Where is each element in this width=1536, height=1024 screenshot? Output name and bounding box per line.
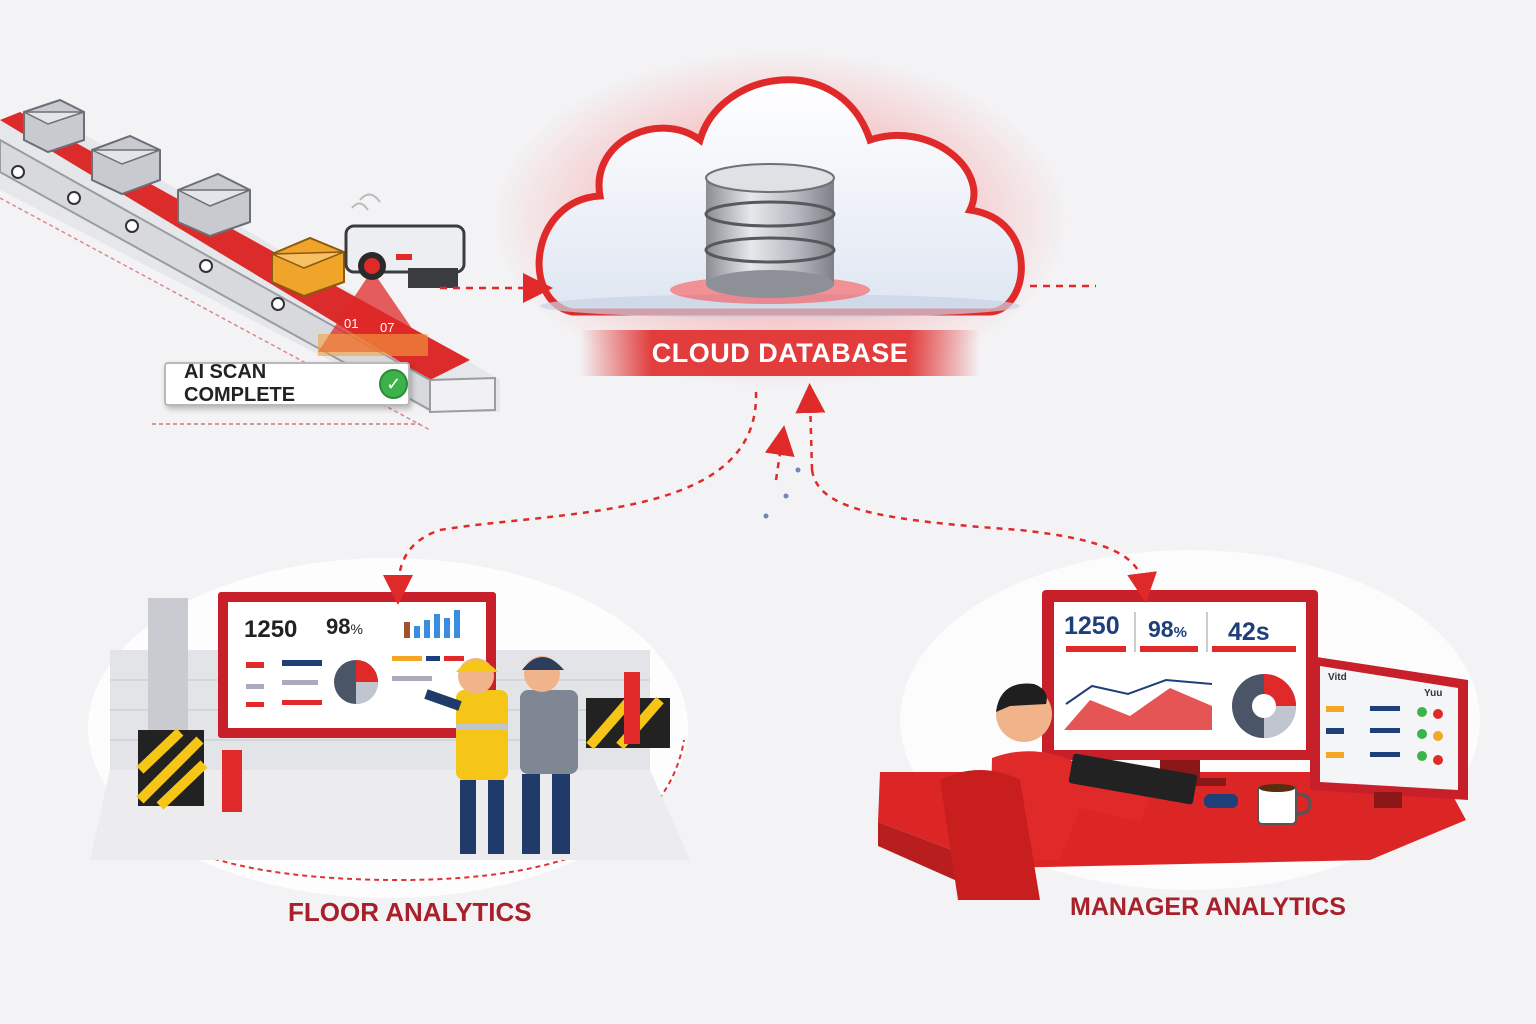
manager-side-header-1: Vitd — [1328, 672, 1347, 683]
scan-status-text: AI SCAN COMPLETE — [184, 361, 296, 406]
floor-scene — [88, 558, 690, 898]
manager-kpi-time: 42s — [1228, 618, 1270, 646]
chair-icon — [940, 770, 1040, 900]
coffee-mug-icon — [1257, 784, 1312, 825]
scan-code-2: 07 — [380, 320, 395, 335]
flow-arrow-floor-to-cloud — [764, 425, 795, 481]
cloud-database-label: CLOUD DATABASE — [651, 338, 909, 368]
manager-kpi-count: 1250 — [1064, 612, 1120, 640]
manager-side-header-2: Yuu — [1424, 688, 1443, 699]
flow-arrow-manager-to-cloud — [795, 383, 826, 471]
monitor-icon — [1042, 590, 1318, 786]
database-icon — [704, 163, 836, 298]
scan-beam — [318, 270, 428, 352]
manager-kpi-rate: 98% — [1148, 616, 1187, 642]
worker-icon — [520, 656, 578, 854]
data-dots — [763, 467, 801, 519]
floor-kpi-rate: 98% — [326, 614, 363, 639]
floor-analytics-label: FLOOR ANALYTICS — [288, 897, 532, 927]
scan-status-badge: AI SCAN COMPLETE ✓ — [164, 361, 410, 406]
flow-arrow-cloud-to-floor — [383, 391, 758, 605]
camera-icon — [344, 193, 466, 288]
manager-person-icon — [990, 683, 1238, 860]
worker-icon — [424, 658, 508, 854]
check-icon: ✓ — [379, 369, 408, 399]
box-icon — [23, 98, 85, 154]
box-icon — [91, 134, 161, 196]
box-icon — [177, 172, 251, 238]
monitor-icon — [1310, 656, 1468, 808]
box-icon — [271, 236, 345, 298]
scan-code-1: 01 — [344, 316, 359, 331]
manager-scene — [878, 550, 1480, 900]
manager-analytics-label: MANAGER ANALYTICS — [1070, 893, 1346, 921]
floor-kpi-count: 1250 — [244, 616, 298, 643]
flow-arrow-cloud-to-manager — [810, 469, 1158, 603]
